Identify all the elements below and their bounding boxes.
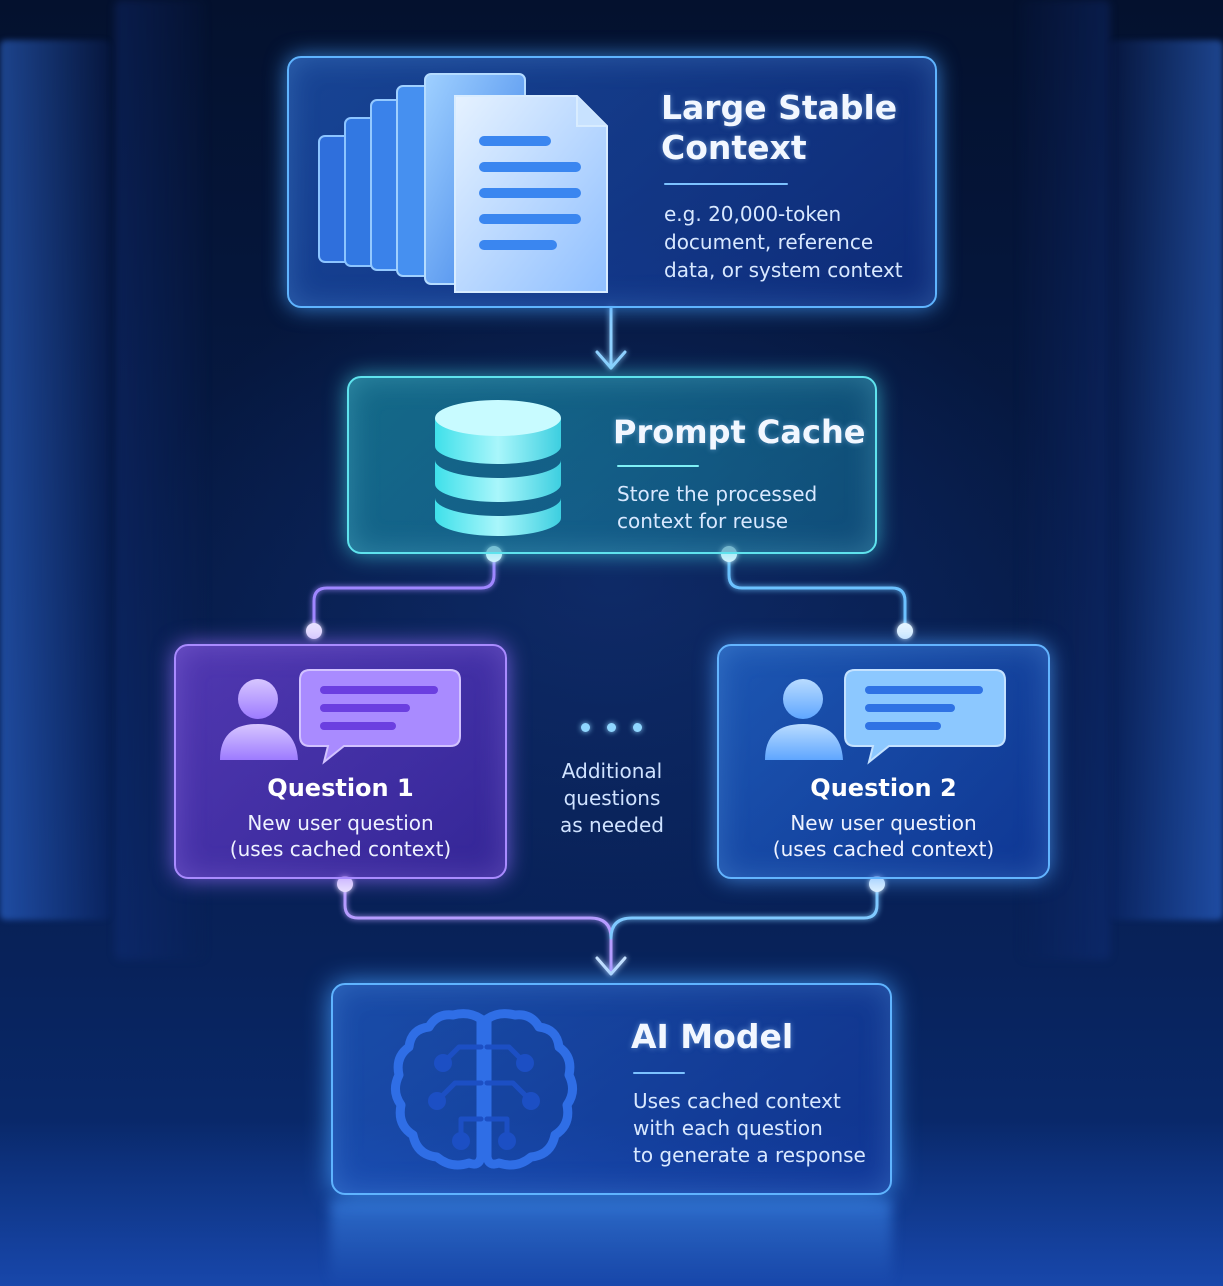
model-title: AI Model	[631, 1017, 794, 1056]
model-description: Uses cached context with each question t…	[633, 1089, 866, 1167]
ai-model-card: AI Model Uses cached context with each q…	[331, 983, 892, 1195]
question-2-title: Question 2	[810, 774, 957, 802]
question-1-description: New user question (uses cached context)	[229, 811, 452, 861]
context-description: e.g. 20,000-token document, reference da…	[664, 202, 903, 282]
server-rack-left	[0, 40, 110, 920]
line-cache-to-q1	[312, 554, 496, 632]
cache-underline	[617, 465, 699, 467]
prompt-cache-card: Prompt Cache Store the processed context…	[347, 376, 877, 554]
line-q2-to-model	[609, 882, 879, 940]
brain-circuit-icon	[391, 1009, 577, 1170]
question-1-card: Question 1 New user question (uses cache…	[174, 644, 507, 879]
document-stack-icon	[318, 73, 608, 293]
cache-description: Store the processed context for reuse	[617, 482, 818, 533]
question-2-description: New user question (uses cached context)	[772, 811, 995, 861]
context-underline	[664, 183, 788, 185]
user-chat-icon	[765, 669, 1006, 765]
floor-reflection	[330, 1200, 892, 1286]
line-q1-to-model	[343, 882, 613, 974]
database-icon	[435, 400, 561, 536]
question-2-card: Question 2 New user question (uses cache…	[717, 644, 1050, 879]
ellipsis-icon	[577, 723, 647, 735]
additional-questions-label: Additional questions as needed	[559, 759, 664, 837]
model-underline	[633, 1072, 685, 1074]
server-rack-right	[1110, 40, 1223, 920]
line-cache-to-q2	[727, 554, 907, 632]
context-title: Large Stable Context	[661, 88, 898, 167]
user-chat-icon	[220, 669, 461, 765]
context-card: Large Stable Context e.g. 20,000-token d…	[287, 56, 937, 308]
question-1-title: Question 1	[267, 774, 414, 802]
cache-title: Prompt Cache	[613, 413, 866, 451]
